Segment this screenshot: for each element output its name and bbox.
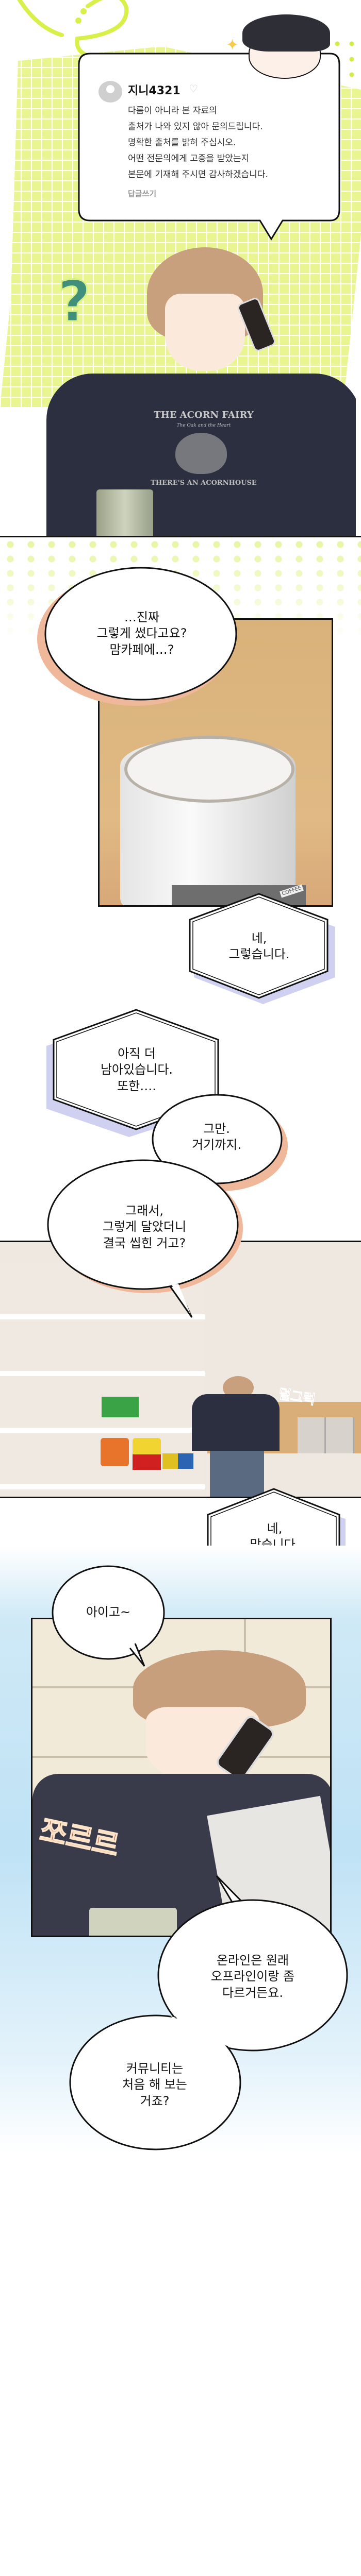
comment-line: 본문에 기재해 주시면 감사하겠습니다. — [128, 170, 268, 180]
sparkle-icon: ✦ — [226, 36, 239, 54]
line: 아직 더 — [118, 1046, 156, 1061]
comment-line: 명확한 출처를 밝혀 주십시오. — [128, 138, 236, 148]
shirt-print-top: THE ACORN FAIRY — [154, 410, 254, 420]
line: 그렇습니다. — [228, 947, 290, 961]
bubble-6-text: 커뮤니티는 처음 해 보는 거죠? — [83, 2052, 227, 2119]
snack-box — [102, 1397, 139, 1417]
line: 또한…. — [117, 1078, 156, 1093]
bubble-2-text: 그만. 거기까지. — [165, 1111, 268, 1163]
bubble-3-text: 그래서, 그렇게 달았더니 결국 씹힌 거고? — [57, 1191, 232, 1263]
hexagon-bubble-1 — [189, 893, 335, 1004]
line: 그렇게 썼다고요? — [96, 626, 187, 641]
speech-bubble-5-6 — [69, 1875, 348, 2150]
chibi-hair — [242, 14, 330, 52]
cup-noodle-1 — [101, 1438, 129, 1466]
line: 다르거든요. — [222, 1985, 284, 2000]
shirt — [192, 1394, 280, 1451]
line: 그렇게 달았더니 — [102, 1219, 187, 1234]
character-1: THE ACORN FAIRY The Oak and the Heart TH… — [46, 247, 356, 536]
mug — [96, 489, 153, 536]
cup-rim — [124, 736, 294, 803]
mug — [89, 1908, 177, 1936]
speech-bubble-3 — [47, 1159, 243, 1318]
line: 처음 해 보는 — [122, 2077, 187, 2092]
shirt-print-sub: The Oak and the Heart — [176, 423, 231, 428]
line: 그래서, — [125, 1204, 163, 1218]
cup-noodle-3 — [133, 1454, 161, 1470]
face — [165, 294, 245, 371]
line: 그만. — [203, 1121, 230, 1136]
line: 거죠? — [140, 2093, 170, 2108]
panel-pouring: 쪼르르 — [31, 1618, 332, 1937]
comment-line: 어떤 전문의에게 고증을 받았는지 — [128, 154, 250, 164]
box-blue — [178, 1453, 193, 1469]
acorn-print — [175, 433, 227, 474]
line: 맘카페에…? — [109, 642, 174, 657]
like-heart-icon[interactable]: ♡ — [189, 82, 198, 95]
bubble-1-text: …진짜 그렇게 썼다고요? 맘카페에…? — [57, 592, 227, 675]
chibi-head — [242, 14, 330, 79]
comment-username: 지니4321 — [128, 84, 180, 97]
comment-body: 다름이 아니라 본 자료의 출처가 나와 있지 않아 문의드립니다. 명확한 출… — [128, 103, 268, 183]
user-avatar — [99, 81, 122, 103]
panel-divider — [0, 536, 361, 537]
line: 거기까지. — [192, 1138, 241, 1152]
line: …진짜 — [124, 610, 160, 625]
hexagon-1-text: 네, 그렇습니다. — [196, 921, 322, 972]
comment-line: 다름이 아니라 본 자료의 — [128, 106, 217, 116]
line: 커뮤니티는 — [126, 2061, 184, 2076]
line: 오프라인이랑 좀 — [210, 1969, 295, 1984]
bubble-5-text: 온라인은 원래 오프라인이랑 좀 다르거든요. — [175, 1943, 330, 2010]
line: 네, — [267, 1521, 283, 1536]
speech-bubble-4 — [52, 1565, 165, 1667]
line: 남아있습니다. — [100, 1062, 173, 1077]
line: 온라인은 원래 — [216, 1953, 289, 1968]
line: 네, — [251, 930, 267, 945]
speech-bubble-1 — [37, 567, 237, 706]
question-mark-icon: ? — [57, 268, 92, 334]
shirt-print-bottom: THERE'S AN ACORNHOUSE — [151, 479, 257, 487]
line: 아이고~ — [86, 1605, 131, 1620]
reply-link[interactable]: 답글쓰기 — [128, 189, 157, 198]
line: 결국 씹힌 거고? — [103, 1235, 186, 1250]
jeans — [210, 1451, 264, 1497]
box-yellow — [162, 1453, 178, 1469]
decorative-swirl — [17, 0, 129, 59]
hexagon-2-text: 아직 더 남아있습니다. 또한…. — [62, 1042, 211, 1098]
comment-line: 출처가 나와 있지 않아 문의드립니다. — [128, 122, 263, 132]
comment-card-frame — [78, 53, 340, 241]
panel-kitchen: 덜그럭 — [0, 1241, 361, 1498]
character-back — [192, 1376, 280, 1497]
avatar-head-icon — [106, 85, 114, 93]
bubble-4-text: 아이고~ — [62, 1595, 155, 1631]
storage-bins — [298, 1417, 354, 1453]
